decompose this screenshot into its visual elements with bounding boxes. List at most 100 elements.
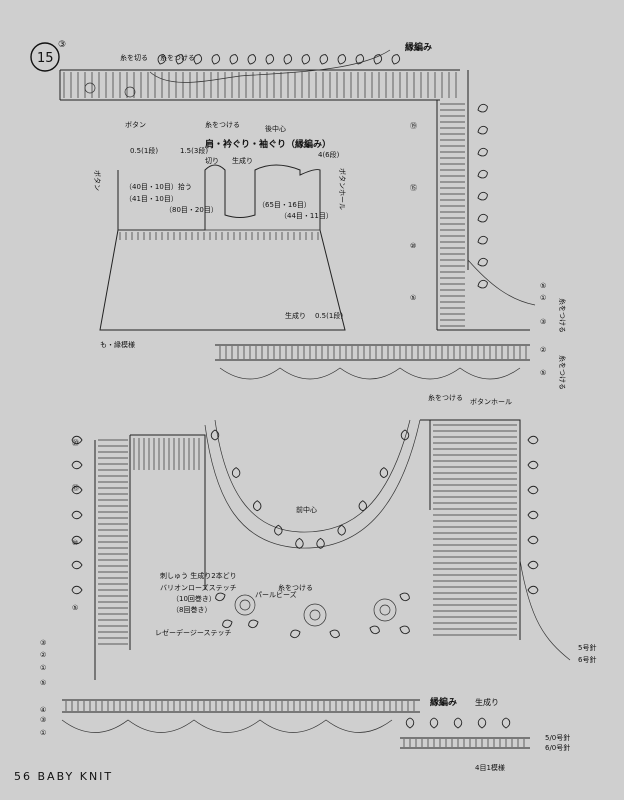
svg-text:（65目・16目）: （65目・16目） bbox=[258, 201, 311, 209]
svg-text:③: ③ bbox=[540, 318, 546, 326]
leaf-mark bbox=[527, 585, 539, 595]
svg-text:②: ② bbox=[540, 346, 546, 354]
leaf-mark bbox=[71, 460, 83, 470]
leaf-mark bbox=[337, 524, 346, 536]
svg-text:⑤: ⑤ bbox=[540, 282, 546, 290]
svg-text:②: ② bbox=[40, 651, 46, 659]
leaf-mark bbox=[220, 618, 234, 630]
leaf-mark bbox=[264, 52, 276, 66]
svg-text:レゼーデージーステッチ: レゼーデージーステッチ bbox=[155, 628, 232, 637]
svg-text:①: ① bbox=[40, 729, 46, 737]
svg-text:縁編み: 縁編み bbox=[430, 696, 457, 708]
svg-text:5/0号針: 5/0号針 bbox=[545, 733, 570, 742]
svg-text:（44目・11目）: （44目・11目） bbox=[280, 212, 333, 220]
leaf-mark bbox=[476, 168, 490, 180]
leaf-mark bbox=[476, 278, 490, 290]
svg-text:バリオンローズステッチ: バリオンローズステッチ bbox=[160, 583, 237, 592]
leaf-mark bbox=[295, 537, 304, 549]
leaf-mark bbox=[476, 256, 490, 268]
page-number-badge: 15 ③ bbox=[30, 40, 66, 72]
svg-text:ボタン: ボタン bbox=[125, 120, 146, 129]
leaf-mark bbox=[358, 500, 367, 512]
svg-text:①: ① bbox=[540, 294, 546, 302]
yoke-chart: 糸を切る 糸をつける ボタン 糸をつける 後中心 縁編み 糸をつける 糸をつける… bbox=[59, 41, 567, 390]
svg-text:ボタン: ボタン bbox=[93, 170, 102, 191]
leaf-mark bbox=[476, 212, 490, 224]
svg-text:⑤: ⑤ bbox=[540, 369, 546, 377]
svg-text:糸をつける: 糸をつける bbox=[428, 393, 463, 402]
svg-text:⑳: ⑳ bbox=[72, 439, 79, 447]
svg-text:⑮: ⑮ bbox=[410, 184, 417, 192]
svg-text:⑮: ⑮ bbox=[72, 484, 79, 492]
svg-text:糸をつける: 糸をつける bbox=[558, 298, 567, 333]
svg-text:ボタンホール: ボタンホール bbox=[338, 168, 347, 210]
leaf-mark bbox=[246, 52, 258, 66]
svg-text:糸を切る: 糸を切る bbox=[120, 53, 148, 62]
svg-text:糸をつける: 糸をつける bbox=[558, 355, 567, 390]
leaf-mark bbox=[390, 52, 402, 66]
leaf-mark bbox=[379, 467, 389, 479]
svg-text:（80目・20目）: （80目・20目） bbox=[165, 206, 218, 214]
leaf-mark bbox=[288, 628, 302, 640]
svg-text:4(6段): 4(6段) bbox=[318, 150, 340, 159]
svg-text:⑤: ⑤ bbox=[40, 679, 46, 687]
svg-text:⑲: ⑲ bbox=[410, 122, 417, 130]
svg-text:⑤: ⑤ bbox=[410, 294, 416, 302]
rose-embroidery bbox=[213, 591, 412, 640]
leaf-mark bbox=[398, 591, 412, 603]
svg-text:6/0号針: 6/0号針 bbox=[545, 743, 570, 752]
svg-text:生成り: 生成り bbox=[475, 697, 499, 707]
svg-text:生成り: 生成り bbox=[285, 311, 306, 320]
leaf-mark bbox=[228, 52, 240, 66]
leaf-mark bbox=[71, 585, 83, 595]
edging-sample: 縁編み 生成り 5/0号針 6/0号針 4目1模様 bbox=[400, 696, 570, 772]
leaf-mark bbox=[300, 52, 312, 66]
page-footer: 56 BABY KNIT bbox=[14, 770, 113, 783]
svg-text:後中心: 後中心 bbox=[265, 124, 286, 133]
svg-text:糸をつける: 糸をつける bbox=[160, 53, 195, 62]
svg-text:③: ③ bbox=[40, 716, 46, 724]
svg-text:（41目・10目）: （41目・10目） bbox=[125, 195, 178, 203]
svg-text:も・縁模様: も・縁模様 bbox=[100, 340, 135, 349]
svg-text:1.5(3段): 1.5(3段) bbox=[180, 146, 208, 155]
garment-schematic: 肩・衿ぐり・袖ぐり（縁編み） 0.5(1段) 1.5(3段) 切り 生成り 4(… bbox=[93, 138, 347, 349]
leaf-mark bbox=[231, 467, 241, 479]
leaf-mark bbox=[282, 52, 294, 66]
leaf-mark bbox=[476, 190, 490, 202]
leaf-mark bbox=[476, 124, 490, 136]
svg-text:⑤: ⑤ bbox=[72, 604, 78, 612]
svg-text:⑩: ⑩ bbox=[410, 242, 416, 250]
front-chart: 糸をつける ボタンホール 前中心 糸をつける 刺しゅう 生成り2本どり バリオン… bbox=[40, 393, 596, 737]
page-number: 15 bbox=[37, 51, 54, 66]
svg-text:生成り: 生成り bbox=[232, 156, 253, 165]
svg-text:①: ① bbox=[40, 664, 46, 672]
svg-text:④: ④ bbox=[40, 706, 46, 714]
svg-text:縁編み: 縁編み bbox=[405, 41, 432, 53]
leaf-mark bbox=[527, 535, 539, 545]
svg-text:糸をつける: 糸をつける bbox=[205, 120, 240, 129]
svg-text:0.5(1段): 0.5(1段) bbox=[130, 146, 158, 155]
leaf-mark bbox=[453, 717, 463, 729]
leaf-mark bbox=[274, 524, 283, 536]
svg-text:切り: 切り bbox=[205, 157, 219, 165]
svg-text:（10回巻き）: （10回巻き） bbox=[172, 594, 216, 603]
svg-text:（8回巻き）: （8回巻き） bbox=[172, 605, 211, 614]
leaf-mark bbox=[527, 435, 539, 445]
svg-text:パールビーズ: パールビーズ bbox=[255, 590, 297, 599]
leaf-mark bbox=[328, 628, 342, 640]
svg-text:③: ③ bbox=[40, 639, 46, 647]
leaf-mark bbox=[246, 618, 260, 630]
leaf-mark bbox=[429, 717, 439, 729]
leaf-mark bbox=[253, 500, 262, 512]
svg-text:糸をつける: 糸をつける bbox=[278, 583, 313, 592]
svg-text:ボタンホール: ボタンホール bbox=[470, 397, 512, 406]
leaf-mark bbox=[501, 717, 511, 729]
svg-text:前中心: 前中心 bbox=[296, 505, 317, 514]
leaf-mark bbox=[476, 102, 490, 114]
leaf-mark bbox=[336, 52, 348, 66]
leaf-mark bbox=[477, 717, 487, 729]
leaf-mark bbox=[71, 560, 83, 570]
svg-text:（40目・10目）拾う: （40目・10目）拾う bbox=[125, 182, 192, 191]
svg-text:5号針: 5号針 bbox=[578, 643, 596, 652]
leaf-mark bbox=[405, 717, 415, 729]
